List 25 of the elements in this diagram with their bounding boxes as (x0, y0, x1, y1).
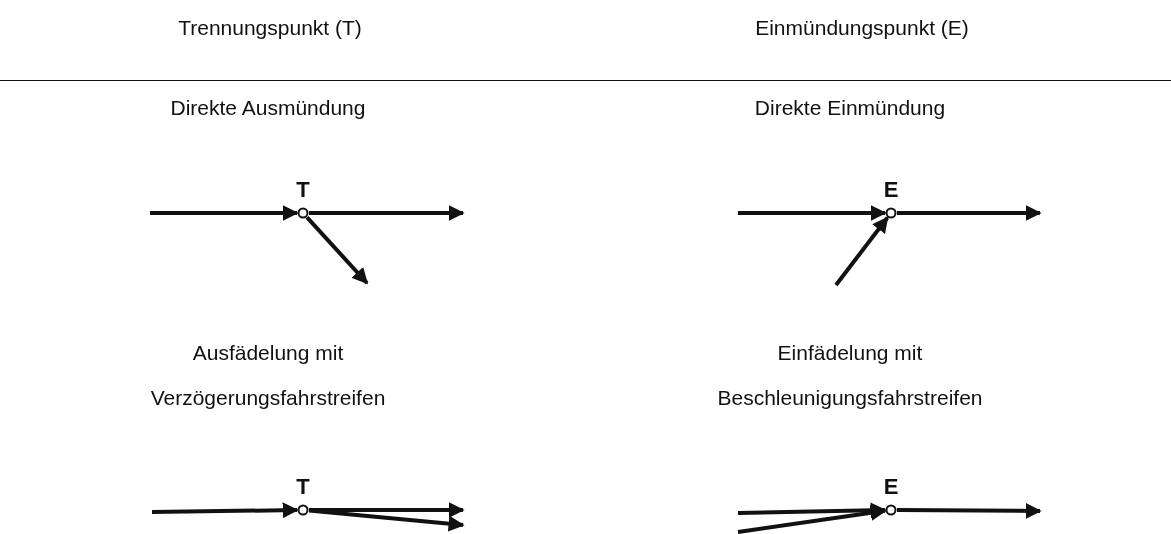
row-label: Direkte Ausmündung (169, 94, 367, 121)
junction-point (297, 504, 309, 516)
point-letter: E (883, 179, 899, 201)
arrow (305, 216, 369, 285)
arrow (737, 505, 887, 534)
junction-point (885, 504, 897, 516)
arrow (308, 508, 465, 532)
arrow (309, 502, 465, 518)
point-letter: E (883, 476, 899, 498)
arrow (151, 502, 299, 519)
arrow (834, 216, 889, 287)
point-letter: T (296, 179, 310, 201)
arrow (309, 205, 465, 221)
arrow (150, 205, 299, 221)
junction-point (885, 207, 897, 219)
row-label: Direkte Einmündung (753, 94, 947, 121)
row-label: Einfädelung mit Beschleunigungsfahrstreifen (716, 340, 984, 411)
arrow (897, 502, 1042, 519)
column-heading: Einmündungspunkt (E) (754, 14, 970, 41)
row-label: Ausfädelung mit Verzögerungsfahrstreifen (149, 340, 387, 411)
arrow (897, 205, 1042, 221)
point-letter: T (296, 476, 310, 498)
arrow (738, 205, 887, 221)
junction-point (297, 207, 309, 219)
column-heading: Trennungspunkt (T) (177, 14, 363, 41)
